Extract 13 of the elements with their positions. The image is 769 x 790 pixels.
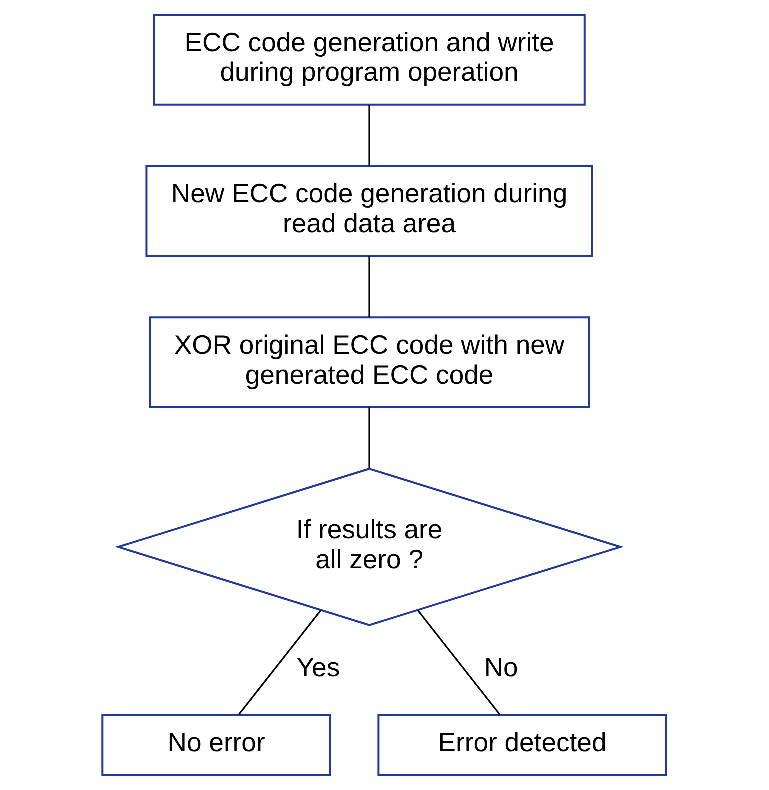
edge-label: Yes: [296, 652, 340, 683]
node-box: XOR original ECC code with new generated ECC code: [149, 316, 590, 408]
node-diamond: If results are all zero ?: [115, 468, 624, 626]
edge-label: No: [484, 652, 518, 683]
node-box: Error detected: [378, 714, 668, 776]
node-box: ECC code generation and write during program operation: [153, 14, 586, 106]
node-box: New ECC code generation during read data area: [146, 165, 594, 258]
connector: [368, 408, 370, 468]
connector: [417, 610, 501, 716]
connector: [368, 256, 370, 318]
connector: [238, 610, 322, 716]
node-box: No error: [102, 714, 332, 776]
connector: [368, 105, 370, 166]
